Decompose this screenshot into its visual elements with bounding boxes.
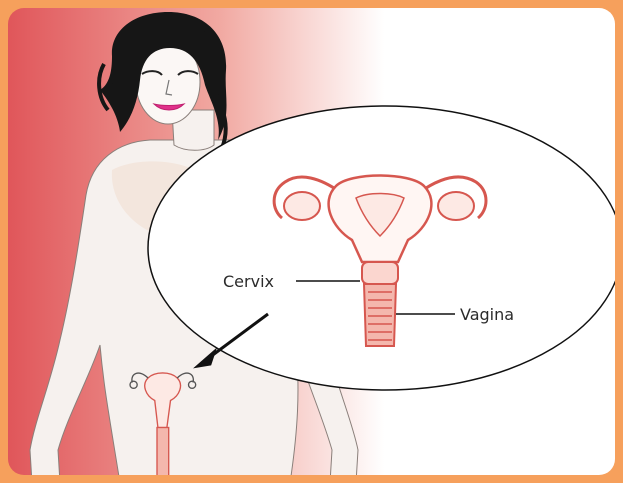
cervix-label: Cervix [223,272,274,291]
right-ovary [438,192,474,220]
cervix-shape [362,262,398,284]
left-ovary [284,192,320,220]
vagina-shape [364,284,396,346]
vagina-label: Vagina [460,305,514,324]
